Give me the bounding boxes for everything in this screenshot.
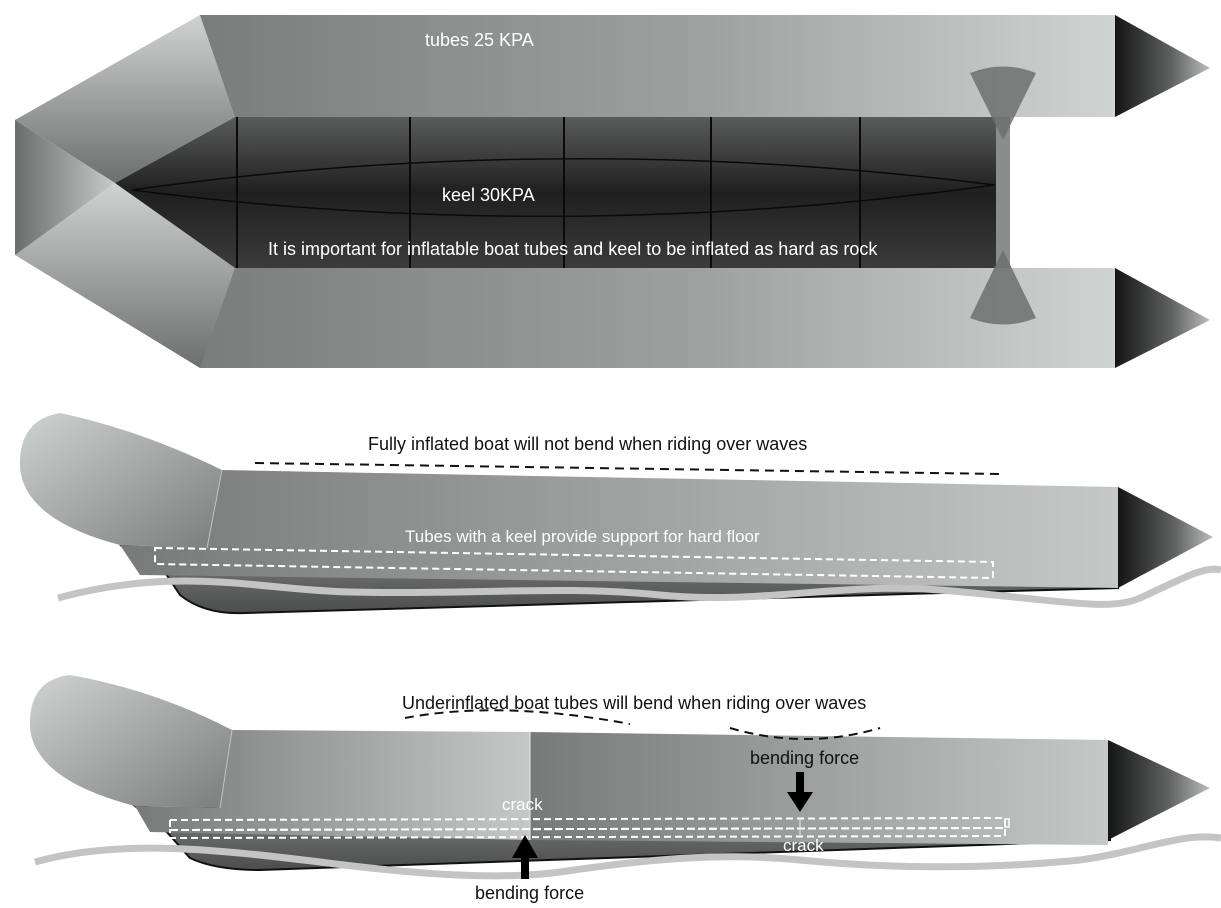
inflated-straight-line (254, 462, 1001, 475)
inflated-floor-outline (154, 546, 994, 580)
stern-cone-upper (1115, 15, 1210, 117)
inflated-main-tube (120, 470, 1118, 588)
inflated-caption: Fully inflated boat will not bend when r… (368, 434, 807, 454)
bow-tip-panel (15, 120, 115, 255)
motor-fin-lower (970, 250, 1036, 325)
bending-force-label-bottom: bending force (475, 883, 584, 903)
underinflated-bow (29, 675, 233, 808)
top-view: tubes 25 KPA keel 30KPA It is important … (15, 15, 1210, 368)
floor-seams (236, 117, 861, 268)
crack-label-right: crack (783, 836, 824, 855)
underinflated-side-view: Underinflated boat tubes will bend when … (29, 675, 1221, 903)
keel-outline (131, 157, 996, 218)
inflated-side-view: Fully inflated boat will not bend when r… (19, 413, 1221, 615)
inflated-bow (19, 413, 223, 548)
upper-tube (200, 15, 1115, 117)
tubes-pressure-label: tubes 25 KPA (425, 30, 534, 50)
keel-pressure-label: keel 30KPA (442, 185, 535, 205)
inflation-note: It is important for inflatable boat tube… (268, 239, 878, 259)
bow-upper-panel (15, 15, 235, 183)
stern-cone-lower (1115, 268, 1210, 368)
crack-label-left: crack (502, 795, 543, 814)
bending-force-arrow-up (512, 835, 538, 879)
transom (996, 117, 1010, 268)
motor-fin-upper (970, 66, 1036, 140)
keel-floor (115, 117, 1000, 268)
bend-line-right (729, 727, 881, 740)
underinflated-caption: Underinflated boat tubes will bend when … (402, 693, 866, 713)
inflated-stern-cone (1118, 487, 1213, 588)
lower-tube (200, 268, 1115, 368)
bending-force-arrow-down (787, 772, 813, 812)
underinflated-floor-outline-left (169, 816, 1006, 832)
floor-support-note: Tubes with a keel provide support for ha… (405, 527, 760, 546)
underinflated-stern-cone (1108, 740, 1210, 840)
underinflated-wave (34, 833, 1221, 880)
bending-force-label-top: bending force (750, 748, 859, 768)
bow-lower-panel (15, 183, 235, 368)
underinflated-floor-outline-bottom (169, 826, 1006, 840)
underinflated-tube-right (530, 732, 1108, 845)
underinflated-tube-left (135, 730, 530, 840)
inflated-wave (57, 565, 1221, 608)
